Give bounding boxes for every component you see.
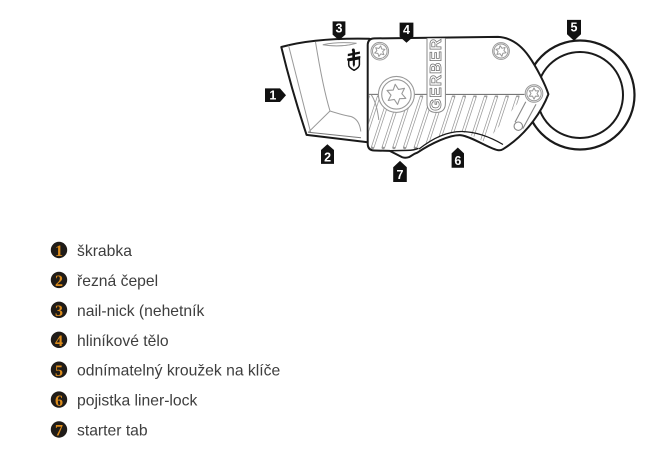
svg-text:2: 2 xyxy=(55,273,63,290)
svg-text:odnímatelný kroužek na klíče: odnímatelný kroužek na klíče xyxy=(77,363,280,380)
svg-text:1: 1 xyxy=(55,243,63,260)
svg-text:6: 6 xyxy=(55,393,63,410)
svg-text:4: 4 xyxy=(55,333,63,350)
svg-text:7: 7 xyxy=(397,168,404,182)
svg-text:5: 5 xyxy=(571,21,578,35)
svg-text:4: 4 xyxy=(403,23,410,37)
svg-text:3: 3 xyxy=(336,22,343,36)
svg-text:5: 5 xyxy=(55,363,63,380)
svg-text:pojistka liner-lock: pojistka liner-lock xyxy=(77,393,197,410)
svg-text:7: 7 xyxy=(55,423,63,440)
svg-text:1: 1 xyxy=(269,89,276,103)
svg-text:6: 6 xyxy=(454,154,461,168)
svg-text:nail-nick (nehetník: nail-nick (nehetník xyxy=(77,303,204,320)
svg-text:3: 3 xyxy=(55,303,63,320)
svg-text:starter tab: starter tab xyxy=(77,423,148,440)
svg-text:2: 2 xyxy=(324,151,331,165)
svg-text:škrabka: škrabka xyxy=(77,243,132,260)
svg-text:GERBER: GERBER xyxy=(428,38,445,111)
svg-text:řezná čepel: řezná čepel xyxy=(77,273,158,290)
svg-text:hliníkové tělo: hliníkové tělo xyxy=(77,333,169,350)
